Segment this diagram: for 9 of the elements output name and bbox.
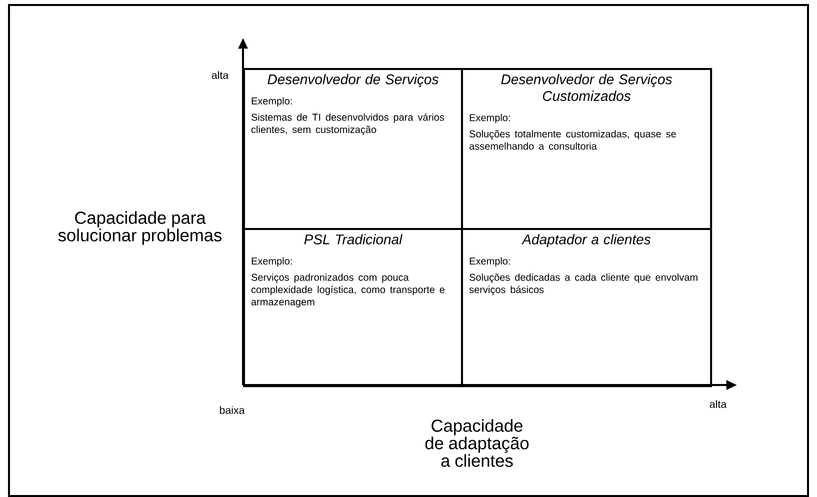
axis-title: Capacidade para solucionar problemas <box>58 211 222 245</box>
axis-value-label: baixa <box>220 406 245 414</box>
quadrant-box: Desenvolvedor de Serviços Exemplo: Sistemas de TI desenvolvidos para vários clientes, sem customização <box>243 68 463 230</box>
quadrant-box: PSL Tradicional Exemplo: Serviços padronizados com pouca complexidade logística, como transporte e armazenagem <box>243 228 463 388</box>
axis-value-label: alta <box>212 71 229 79</box>
axis-title: Capacidade de adaptação a clientes <box>425 419 529 467</box>
quadrant-box: Adaptador a clientes Exemplo: Soluções dedicadas a cada cliente que envolvam serviços básicos <box>461 228 712 388</box>
quadrant-box: Desenvolvedor de Serviços Customizados Exemplo: Soluções totalmente customizadas, quase se assemelhando a consultoria <box>461 68 712 230</box>
axis-value-label: alta <box>710 400 727 408</box>
